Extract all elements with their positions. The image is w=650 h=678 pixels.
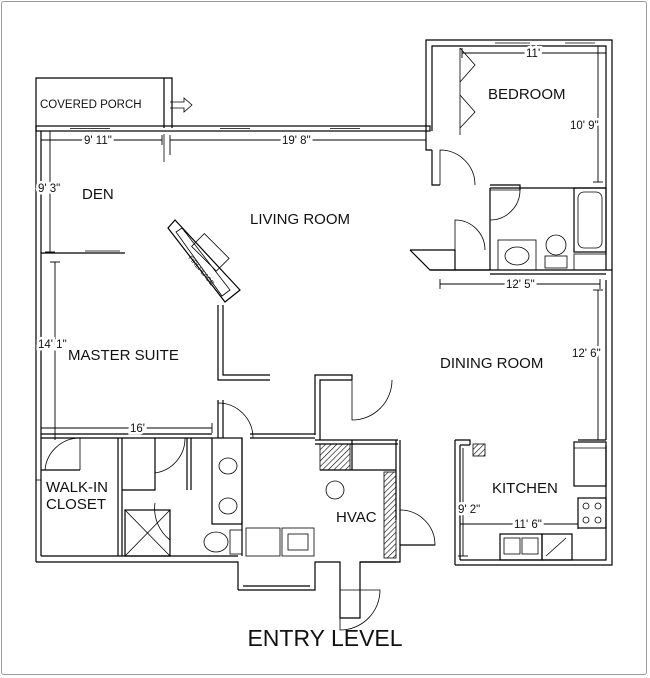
dim-dining-depth: 12' 6" bbox=[572, 348, 601, 360]
label-living-room: LIVING ROOM bbox=[250, 211, 350, 228]
sink-icon bbox=[218, 497, 238, 515]
dim-master-width: 16' bbox=[130, 423, 145, 435]
dimension-labels: 11' 10' 9" 9' 11" 19' 8" 9' 3" 12' 5" 14… bbox=[36, 46, 604, 534]
fireplace bbox=[167, 219, 241, 303]
dim-living-width: 19' 8" bbox=[282, 135, 311, 147]
dim-bath-width: 12' 5" bbox=[506, 279, 535, 291]
dryer-icon bbox=[281, 527, 315, 557]
label-den: DEN bbox=[82, 186, 114, 203]
label-dining-room: DINING ROOM bbox=[440, 355, 543, 372]
label-walk-in: WALK-IN bbox=[46, 479, 108, 496]
shower-icon bbox=[124, 509, 171, 557]
label-covered-porch: COVERED PORCH bbox=[40, 99, 142, 111]
interior-walls bbox=[41, 47, 612, 631]
label-hvac: HVAC bbox=[336, 509, 377, 526]
room-labels: BEDROOM COVERED PORCH DEN LIVING ROOM MA… bbox=[40, 86, 566, 526]
range-icon bbox=[577, 497, 607, 529]
label-closet: CLOSET bbox=[46, 496, 106, 513]
porch-arrow-icon bbox=[170, 97, 193, 113]
water-heater-icon bbox=[325, 480, 345, 500]
windows bbox=[36, 42, 595, 481]
toilet-icon bbox=[545, 234, 567, 256]
toilet-icon bbox=[203, 531, 229, 553]
sink-icon bbox=[504, 246, 530, 266]
refrigerator-icon bbox=[573, 441, 607, 487]
dishwasher-icon bbox=[541, 533, 573, 561]
washer-icon bbox=[245, 527, 281, 557]
dim-porch-width: 9' 11" bbox=[84, 135, 112, 147]
fixtures bbox=[124, 97, 607, 561]
dimension-lines bbox=[40, 46, 607, 557]
label-kitchen: KITCHEN bbox=[492, 480, 558, 497]
label-bedroom: BEDROOM bbox=[488, 86, 566, 103]
dim-kitchen-width: 11' 6" bbox=[514, 519, 542, 531]
sink-icon bbox=[218, 457, 238, 475]
plan-title: ENTRY LEVEL bbox=[247, 625, 402, 651]
dim-den-depth: 9' 3" bbox=[38, 183, 60, 195]
label-master-suite: MASTER SUITE bbox=[68, 347, 179, 364]
bathtub-icon bbox=[573, 187, 607, 253]
dim-bedroom-depth: 10' 9" bbox=[570, 120, 599, 132]
dim-master-depth: 14' 1" bbox=[38, 339, 67, 351]
dim-kitchen-depth: 9' 2" bbox=[458, 504, 480, 516]
dim-bedroom-width: 11' bbox=[526, 48, 540, 60]
